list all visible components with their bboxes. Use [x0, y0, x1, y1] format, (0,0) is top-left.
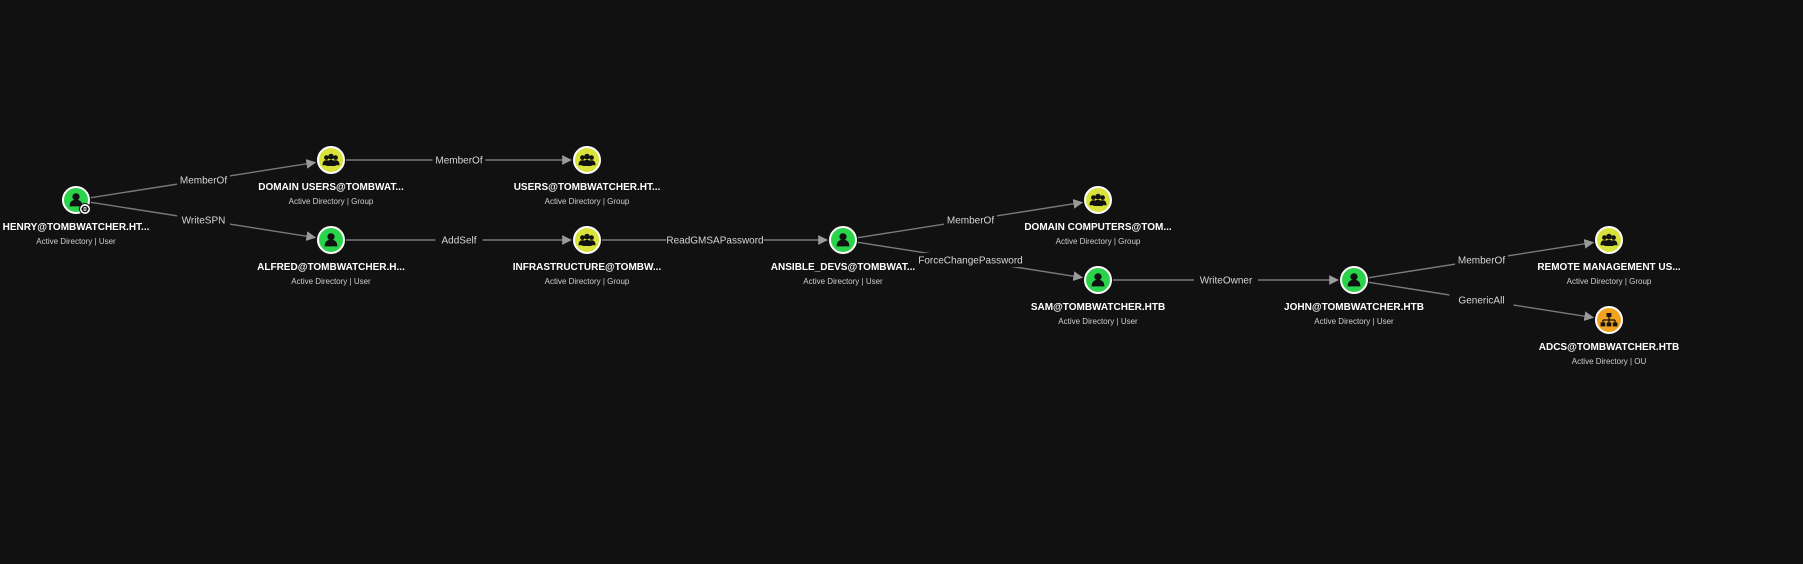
node-type-label: Active Directory | Group: [545, 277, 630, 286]
edge-label[interactable]: WriteSPN: [182, 216, 226, 227]
edge-label-background: [177, 173, 230, 187]
edge-label-background: [666, 233, 764, 247]
edge-label-background: [435, 233, 483, 247]
node-sam[interactable]: SAM@TOMBWATCHER.HTB Active Directory | Us…: [1031, 266, 1165, 326]
node-label: ALFRED@TOMBWATCHER.H...: [257, 262, 405, 273]
owned-icon: [79, 203, 91, 215]
edge-readgmsapassword[interactable]: ReadGMSAPassword: [602, 233, 828, 247]
node-label: REMOTE MANAGEMENT US...: [1537, 262, 1681, 273]
edge-label[interactable]: AddSelf: [441, 236, 476, 247]
edge-writeowner[interactable]: WriteOwner: [1113, 273, 1339, 287]
node-label: DOMAIN USERS@TOMBWAT...: [258, 182, 404, 193]
edge-label[interactable]: GenericAll: [1458, 296, 1504, 307]
edge-memberof[interactable]: MemberOf: [1368, 239, 1595, 279]
node-label: ADCS@TOMBWATCHER.HTB: [1539, 342, 1679, 353]
node-john[interactable]: JOHN@TOMBWATCHER.HTB Active Directory | U…: [1284, 266, 1424, 326]
node-ansible-devs[interactable]: ANSIBLE_DEVS@TOMBWAT... Active Directory …: [771, 226, 916, 286]
node-type-label: Active Directory | User: [1314, 317, 1394, 326]
edge-memberof[interactable]: MemberOf: [857, 199, 1084, 239]
edge-label-background: [944, 213, 997, 227]
edge-label[interactable]: WriteOwner: [1200, 276, 1253, 287]
node-alfred[interactable]: ALFRED@TOMBWATCHER.H... Active Directory …: [257, 226, 405, 286]
edge-memberof[interactable]: MemberOf: [346, 153, 572, 167]
edge-label[interactable]: MemberOf: [435, 156, 482, 167]
node-henry[interactable]: HENRY@TOMBWATCHER.HT... Active Directory …: [3, 186, 150, 246]
node-label: JOHN@TOMBWATCHER.HTB: [1284, 302, 1424, 313]
edge-label-background: [1449, 293, 1514, 307]
edge-label[interactable]: MemberOf: [1458, 256, 1505, 267]
edge-label[interactable]: ForceChangePassword: [918, 256, 1023, 267]
node-label: SAM@TOMBWATCHER.HTB: [1031, 302, 1165, 313]
node-domain-users[interactable]: DOMAIN USERS@TOMBWAT... Active Directory …: [258, 146, 404, 206]
node-infrastructure[interactable]: INFRASTRUCTURE@TOMBW... Active Directory …: [513, 226, 662, 286]
edge-memberof[interactable]: MemberOf: [90, 159, 317, 199]
node-type-label: Active Directory | User: [803, 277, 883, 286]
edge-label-background: [177, 213, 230, 227]
edge-addself[interactable]: AddSelf: [346, 233, 572, 247]
node-domain-computers[interactable]: DOMAIN COMPUTERS@TOM... Active Directory …: [1024, 186, 1172, 246]
edge-label[interactable]: ReadGMSAPassword: [666, 236, 763, 247]
node-label: USERS@TOMBWATCHER.HT...: [514, 182, 661, 193]
edge-label-background: [1194, 273, 1258, 287]
nodes-layer: HENRY@TOMBWATCHER.HT... Active Directory …: [3, 146, 1681, 366]
edge-label-background: [913, 253, 1028, 267]
node-users[interactable]: USERS@TOMBWATCHER.HT... Active Directory …: [514, 146, 661, 206]
edge-forcechangepassword[interactable]: ForceChangePassword: [857, 241, 1084, 281]
node-type-label: Active Directory | User: [1058, 317, 1138, 326]
node-type-label: Active Directory | Group: [1567, 277, 1652, 286]
node-type-label: Active Directory | OU: [1572, 357, 1647, 366]
node-label: INFRASTRUCTURE@TOMBW...: [513, 262, 662, 273]
edge-label[interactable]: MemberOf: [180, 176, 227, 187]
edge-label-background: [1455, 253, 1508, 267]
edge-label[interactable]: MemberOf: [947, 216, 994, 227]
node-type-label: Active Directory | User: [36, 237, 116, 246]
node-type-label: Active Directory | Group: [1056, 237, 1141, 246]
edge-writespn[interactable]: WriteSPN: [90, 201, 317, 241]
node-remote-mgmt[interactable]: REMOTE MANAGEMENT US... Active Directory …: [1537, 226, 1681, 286]
edge-label-background: [432, 153, 486, 167]
node-label: HENRY@TOMBWATCHER.HT...: [3, 222, 150, 233]
node-label: ANSIBLE_DEVS@TOMBWAT...: [771, 262, 916, 273]
node-type-label: Active Directory | User: [291, 277, 371, 286]
node-type-label: Active Directory | Group: [289, 197, 374, 206]
node-type-label: Active Directory | Group: [545, 197, 630, 206]
node-adcs[interactable]: ADCS@TOMBWATCHER.HTB Active Directory | O…: [1539, 306, 1679, 366]
node-label: DOMAIN COMPUTERS@TOM...: [1024, 222, 1172, 233]
edge-genericall[interactable]: GenericAll: [1368, 281, 1595, 321]
